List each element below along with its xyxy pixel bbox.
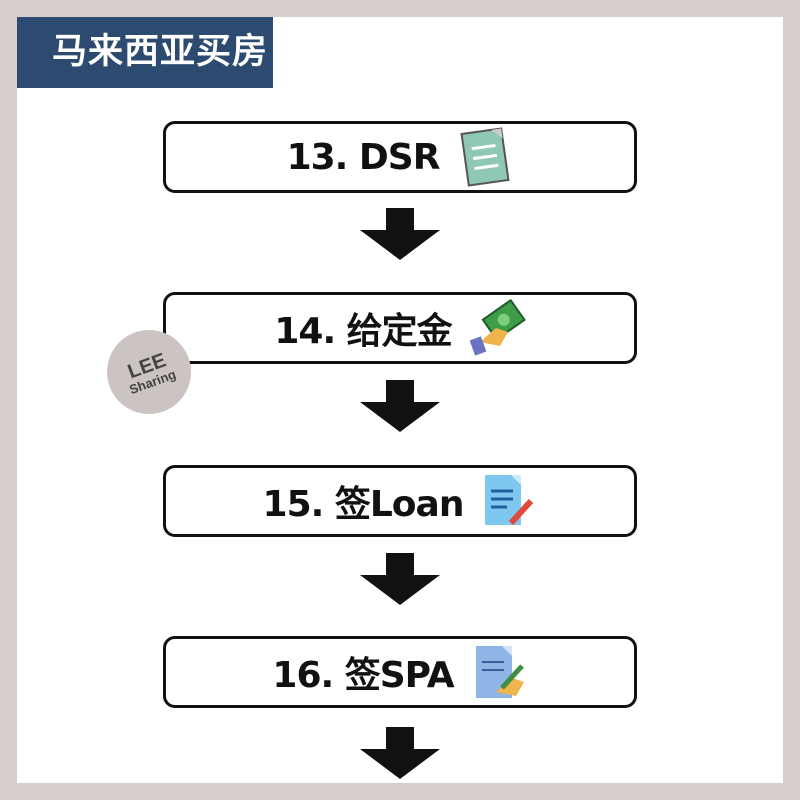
- document-checklist-icon: [460, 127, 510, 187]
- hand-money-icon: [469, 298, 526, 356]
- step-label: 16. 签SPA: [272, 655, 454, 696]
- step-label: 15. 签Loan: [262, 484, 465, 525]
- down-arrow-icon: [360, 553, 440, 605]
- step-16-box: 16. 签SPA: [163, 636, 637, 708]
- step-label: 13. DSR: [286, 136, 441, 178]
- step-13-box: 13. DSR: [163, 121, 637, 193]
- down-arrow-icon: [360, 380, 440, 432]
- document-signing-icon: [475, 646, 524, 698]
- down-arrow-icon: [360, 727, 440, 779]
- document-pen-icon: [485, 475, 534, 526]
- step-label: 14. 给定金: [274, 311, 452, 352]
- step-14-box: 14. 给定金: [163, 292, 637, 364]
- page-title: 马来西亚买房流程: [17, 17, 273, 143]
- down-arrow-icon: [360, 208, 440, 260]
- step-15-box: 15. 签Loan: [163, 465, 637, 537]
